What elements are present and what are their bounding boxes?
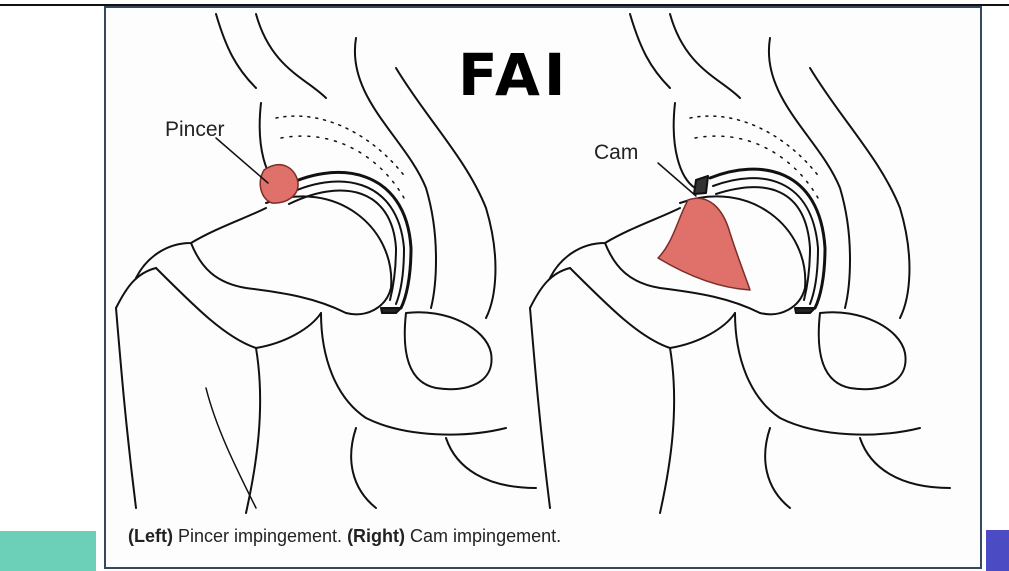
pincer-lesion (260, 165, 298, 203)
caption-right-text: Cam impingement. (405, 526, 561, 546)
cam-pointer-line (658, 163, 696, 196)
teal-accent-block (0, 531, 96, 571)
purple-accent-block (986, 530, 1009, 571)
figure-caption: (Left) Pincer impingement. (Right) Cam i… (128, 526, 561, 547)
pincer-label: Pincer (165, 118, 225, 142)
page-title: FAI (458, 46, 569, 104)
caption-left-text: Pincer impingement. (173, 526, 347, 546)
figure-frame: FAI Pincer Cam (Left) Pincer impingement… (104, 6, 982, 569)
caption-right-tag: (Right) (347, 526, 405, 546)
cam-label: Cam (594, 141, 638, 165)
right-hip-drawing (530, 14, 950, 513)
caption-left-tag: (Left) (128, 526, 173, 546)
